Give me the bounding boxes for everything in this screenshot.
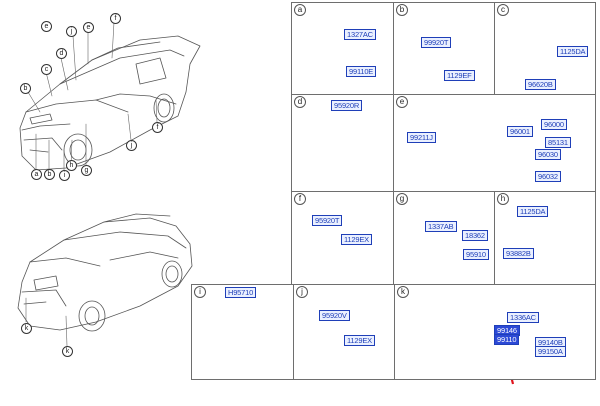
part-label-99150A[interactable]: 99150A <box>535 346 566 357</box>
callout-f: f <box>152 122 163 133</box>
part-label-H95710[interactable]: H95710 <box>225 287 257 298</box>
panel-e-tag: e <box>396 96 408 108</box>
part-label-99211J[interactable]: 99211J <box>407 132 436 143</box>
part-label-1125DA[interactable]: 1125DA <box>557 46 589 57</box>
panel-g-tag: g <box>396 193 408 205</box>
part-label-95920R[interactable]: 95920R <box>331 100 363 111</box>
callout-d: d <box>56 48 67 59</box>
panel-d-tag: d <box>294 96 306 108</box>
panel-j: j 95920V 1129EX <box>293 284 395 380</box>
car-front-view <box>19 35 201 171</box>
callout-e-top: e <box>83 22 94 33</box>
part-label-95920V[interactable]: 95920V <box>319 310 350 321</box>
part-label-1129EF[interactable]: 1129EF <box>444 70 475 81</box>
panel-h: h 1125DA 93882B <box>494 191 596 285</box>
callout-k: k <box>62 346 73 357</box>
callout-b-bottom: b <box>44 169 55 180</box>
panel-j-tag: j <box>296 286 308 298</box>
panel-b: b 99920T 1129EF <box>393 2 495 95</box>
callout-i: i <box>59 170 70 181</box>
callout-j-right: j <box>126 140 137 151</box>
callout-g: g <box>81 165 92 176</box>
panel-c: c 1125DA 96620B <box>494 2 596 95</box>
panel-c-tag: c <box>497 4 509 16</box>
part-label-85131[interactable]: 85131 <box>545 137 571 148</box>
part-label-96030[interactable]: 96030 <box>535 149 561 160</box>
part-label-96000[interactable]: 96000 <box>541 119 567 130</box>
callout-e: e <box>41 21 52 32</box>
car-rear-view <box>17 213 193 332</box>
part-label-96620B[interactable]: 96620B <box>525 79 556 90</box>
panel-a: a 1327AC 99110E <box>291 2 394 95</box>
panel-k: k 1336AC 99146 99110 99140B 99150A <box>394 284 596 380</box>
panel-b-tag: b <box>396 4 408 16</box>
callout-f-top: f <box>110 13 121 24</box>
part-label-99110E[interactable]: 99110E <box>346 66 377 77</box>
panel-g: g 1337AB 18362 95910 <box>393 191 495 285</box>
part-label-99920T[interactable]: 99920T <box>421 37 452 48</box>
callout-j: j <box>66 26 77 37</box>
part-label-93882B[interactable]: 93882B <box>503 248 534 259</box>
panel-h-tag: h <box>497 193 509 205</box>
part-label-96032[interactable]: 96032 <box>535 171 561 182</box>
part-label-1129EX[interactable]: 1129EX <box>341 234 372 245</box>
part-label-1129EX-j[interactable]: 1129EX <box>344 335 375 346</box>
part-label-1336AC[interactable]: 1336AC <box>507 312 539 323</box>
panel-i-tag: i <box>194 286 206 298</box>
panel-a-tag: a <box>294 4 306 16</box>
callout-b: b <box>20 83 31 94</box>
panel-i: i H95710 <box>191 284 294 380</box>
part-label-95920T[interactable]: 95920T <box>312 215 343 226</box>
panel-f-tag: f <box>294 193 306 205</box>
part-label-1327AC[interactable]: 1327AC <box>344 29 376 40</box>
callout-c: c <box>41 64 52 75</box>
panel-e: e 99211J 96000 96001 85131 96030 96032 <box>393 94 596 192</box>
panel-d: d 95920R <box>291 94 394 192</box>
panel-k-tag: k <box>397 286 409 298</box>
part-label-96001[interactable]: 96001 <box>507 126 533 137</box>
part-label-18362[interactable]: 18362 <box>462 230 488 241</box>
part-label-1125DA-h[interactable]: 1125DA <box>517 206 549 217</box>
callout-a: a <box>31 169 42 180</box>
callout-h: h <box>66 160 77 171</box>
part-label-95910[interactable]: 95910 <box>463 249 489 260</box>
part-label-99110[interactable]: 99110 <box>494 334 520 345</box>
part-label-1337AB[interactable]: 1337AB <box>425 221 457 232</box>
callout-k-left: k <box>21 323 32 334</box>
panel-f: f 95920T 1129EX <box>291 191 394 285</box>
